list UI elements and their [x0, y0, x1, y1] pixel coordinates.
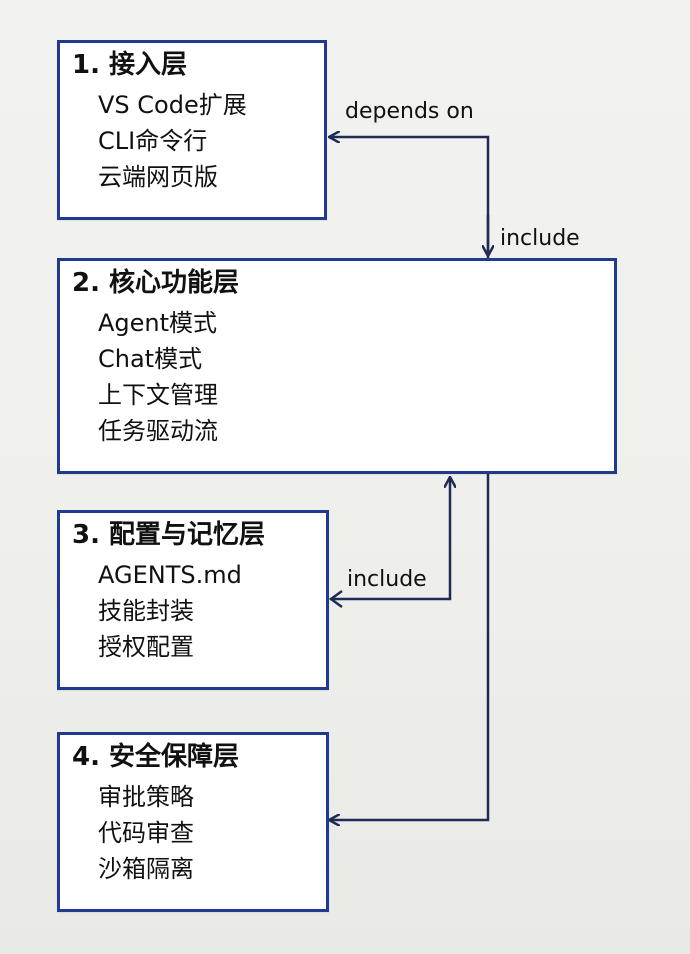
layer-title-config-memory: 3. 配置与记忆层: [72, 520, 266, 550]
layer-item: VS Code扩展: [98, 91, 247, 119]
edge-include-config-line: [330, 478, 450, 601]
layer-box-config-memory: 3. 配置与记忆层 AGENTS.md 技能封装 授权配置: [57, 510, 329, 690]
edge-label-depends-on: depends on: [345, 99, 474, 124]
layer-item: CLI命令行: [98, 127, 208, 155]
layer-item: 审批策略: [98, 783, 194, 811]
layer-title-access: 1. 接入层: [72, 50, 188, 80]
layer-items-access: VS Code扩展 CLI命令行 云端网页版: [98, 87, 247, 195]
layer-title-core: 2. 核心功能层: [72, 268, 240, 298]
edge-depends-on-line: [330, 137, 490, 258]
layer-title-security: 4. 安全保障层: [72, 742, 240, 772]
layer-box-access: 1. 接入层 VS Code扩展 CLI命令行 云端网页版: [57, 40, 327, 220]
layer-items-core: Agent模式 Chat模式 上下文管理 任务驱动流: [98, 305, 218, 449]
layer-item: 云端网页版: [98, 163, 218, 191]
layer-item: 上下文管理: [98, 381, 218, 409]
edge-core-to-security-line: [330, 472, 490, 820]
layer-item: 任务驱动流: [98, 417, 218, 445]
layer-item: 授权配置: [98, 633, 194, 661]
layer-box-security: 4. 安全保障层 审批策略 代码审查 沙箱隔离: [57, 732, 329, 912]
layer-items-config-memory: AGENTS.md 技能封装 授权配置: [98, 557, 242, 665]
edge-include-config-arrowhead: [328, 589, 343, 609]
layer-item: Agent模式: [98, 309, 218, 337]
layer-item: 沙箱隔离: [98, 855, 194, 883]
layer-items-security: 审批策略 代码审查 沙箱隔离: [98, 779, 194, 887]
layer-item: 代码审查: [98, 819, 194, 847]
edge-label-include-core: include: [500, 226, 580, 251]
layer-box-core: 2. 核心功能层 Agent模式 Chat模式 上下文管理 任务驱动流: [57, 258, 617, 474]
edge-label-include-config: include: [347, 567, 427, 592]
layer-item: 技能封装: [98, 597, 194, 625]
layer-item: Chat模式: [98, 345, 203, 373]
layer-item: AGENTS.md: [98, 561, 242, 589]
